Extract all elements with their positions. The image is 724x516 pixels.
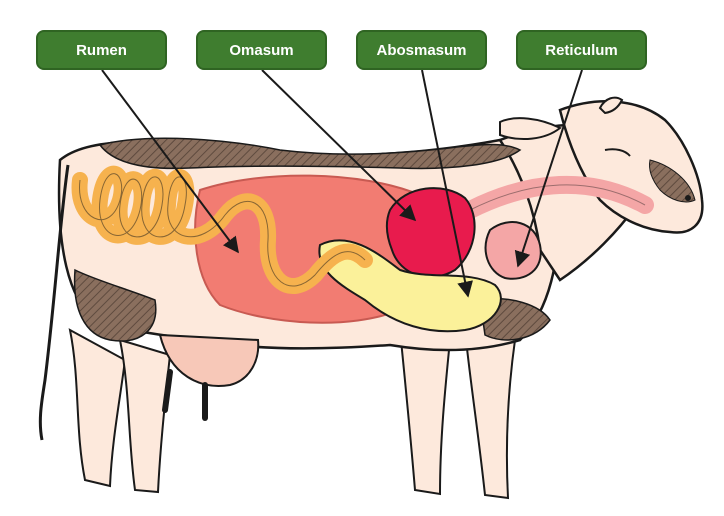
abomasum-pointer [421, 69, 473, 298]
cow-ear [499, 117, 562, 140]
rumen-pointer [101, 69, 239, 254]
reticulum-organ [484, 221, 542, 280]
cow-front-leg [398, 328, 452, 496]
omasum-pointer [261, 69, 417, 222]
cow-front-leg-2 [463, 328, 517, 500]
cow-back-leg-2 [118, 338, 172, 494]
cow-back-leg [68, 328, 127, 488]
reticulum-label: Reticulum [516, 30, 647, 70]
cow-spot-back [98, 137, 522, 170]
cow-spot-rear [73, 268, 157, 342]
cow-udder [158, 333, 260, 387]
esophagus [461, 175, 654, 219]
omasum-label: Omasum [196, 30, 327, 70]
cow-eye [604, 148, 631, 157]
cow-nostril [685, 195, 691, 201]
cow-horn [598, 96, 624, 115]
cow-tail [38, 164, 70, 441]
rumen-label: Rumen [36, 30, 167, 70]
reticulum-pointer [514, 69, 583, 268]
cow-muzzle-spot [649, 159, 696, 203]
abomasum-label: Abosmasum [356, 30, 487, 70]
cow-teat [162, 369, 173, 413]
